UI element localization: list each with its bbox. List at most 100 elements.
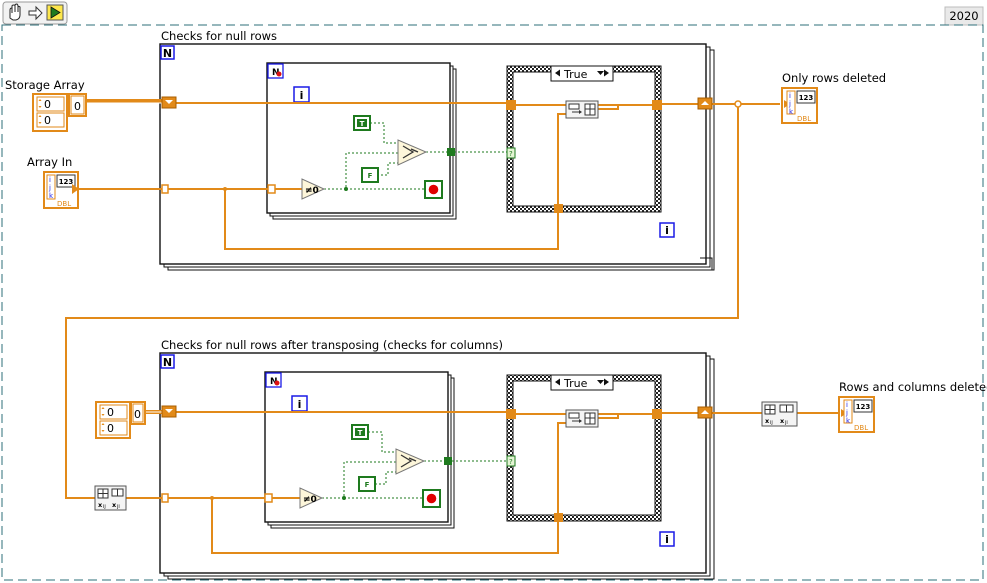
only-rows-deleted-indicator[interactable]: Only rows deleted i j k 123 DBL <box>781 71 886 124</box>
svg-text:i: i <box>49 176 51 184</box>
chevron-down-icon[interactable] <box>597 380 604 384</box>
case-selector-question: ? <box>509 150 513 158</box>
storage-array-label: Storage Array <box>5 78 85 92</box>
top-false-constant[interactable]: F <box>361 167 379 183</box>
bottom-array-constant[interactable]: 0 0 0 <box>95 401 146 439</box>
svg-text:j: j <box>788 100 791 108</box>
bottom-case-structure[interactable]: True <box>506 374 662 522</box>
top-not-equal-zero[interactable]: ≠0 <box>301 178 326 200</box>
bottom-false-constant[interactable]: F <box>358 476 376 492</box>
bottom-array-tunnel <box>161 493 169 503</box>
loop-count-letter: N <box>163 356 172 369</box>
top-case-selector-terminal <box>506 147 516 159</box>
svg-text:j: j <box>845 409 848 417</box>
true-constant-letter: T <box>358 429 363 437</box>
bottom-shift-register-right[interactable] <box>697 406 713 419</box>
bottom-inner-while-loop[interactable]: N i <box>264 371 455 529</box>
bottom-index-2: 0 <box>107 422 114 435</box>
true-constant-letter: T <box>360 120 365 128</box>
green-wires <box>322 122 507 499</box>
only-rows-label: Only rows deleted <box>782 71 886 85</box>
arrow-right-icon[interactable] <box>28 5 43 21</box>
run-arrow-icon[interactable] <box>46 4 64 21</box>
top-loop-label: Checks for null rows <box>161 29 277 43</box>
array-in-glyph: 123 <box>59 178 74 186</box>
inner-iteration-letter: i <box>298 398 302 411</box>
top-shift-register-left[interactable] <box>161 96 177 109</box>
top-stop-terminal[interactable] <box>424 180 443 199</box>
storage-index-1: 0 <box>44 98 51 111</box>
case-selector-question: ? <box>509 458 513 466</box>
svg-text:x: x <box>112 501 117 509</box>
svg-text:i: i <box>846 401 848 409</box>
diagram-frame <box>1 24 984 581</box>
inner-iteration-letter: i <box>300 89 304 102</box>
top-case-structure[interactable]: True <box>506 65 662 213</box>
toolbar <box>2 1 68 25</box>
only-rows-dtype: DBL <box>797 115 811 123</box>
version-tab: 2020 <box>944 6 984 26</box>
loop-count-letter: N <box>163 47 172 60</box>
bottom-select-function[interactable] <box>395 448 426 475</box>
array-in-control[interactable]: Array In i j k 123 DBL <box>27 155 79 209</box>
top-array-function[interactable] <box>565 100 599 119</box>
top-auto-index-tunnel <box>267 184 276 194</box>
bottom-array-function[interactable] <box>565 409 599 428</box>
rows-cols-glyph: 123 <box>856 403 871 411</box>
svg-text:ji: ji <box>116 504 120 510</box>
bottom-loop-label: Checks for null rows after transposing (… <box>161 338 503 352</box>
svg-text:k: k <box>789 108 794 116</box>
svg-text:x: x <box>98 501 103 509</box>
top-bool-tunnel <box>447 148 455 156</box>
bottom-case-tunnel-out <box>652 409 662 419</box>
bottom-stop-terminal[interactable] <box>422 489 441 508</box>
svg-text:x: x <box>780 417 785 425</box>
hand-icon[interactable] <box>9 3 21 21</box>
top-select-function[interactable] <box>397 139 428 166</box>
svg-text:ij: ij <box>770 420 773 426</box>
bottom-case-tunnel-in <box>506 409 516 419</box>
storage-index-2: 0 <box>44 114 51 127</box>
svg-text:ij: ij <box>103 504 106 510</box>
rows-cols-label: Rows and columns deleted <box>839 380 987 394</box>
top-case-tunnel-in <box>506 100 516 110</box>
bottom-true-constant[interactable]: T <box>351 424 369 440</box>
svg-text:i: i <box>789 92 791 100</box>
top-array-tunnel <box>161 184 169 194</box>
bottom-not-equal-zero[interactable]: ≠0 <box>299 487 324 509</box>
false-constant-letter: F <box>365 481 370 489</box>
rows-cols-dtype: DBL <box>854 424 868 432</box>
iteration-letter: i <box>665 224 669 237</box>
case-selector-label: True <box>563 377 588 390</box>
bottom-index-1: 0 <box>107 406 114 419</box>
top-true-constant[interactable]: T <box>353 115 371 131</box>
iteration-terminal <box>659 222 675 238</box>
array-in-dtype: DBL <box>57 200 71 208</box>
loop-count-terminal[interactable] <box>160 354 175 369</box>
orange-wires <box>65 99 838 554</box>
false-constant-letter: F <box>368 172 373 180</box>
svg-text:k: k <box>846 417 851 425</box>
bottom-case-selector-terminal <box>506 455 516 467</box>
storage-array-constant[interactable]: Storage Array 0 0 0 <box>5 78 87 132</box>
top-shift-register-right[interactable] <box>697 97 713 110</box>
chevron-down-icon[interactable] <box>597 71 604 75</box>
iteration-terminal <box>659 531 675 547</box>
bottom-bool-tunnel <box>444 457 452 465</box>
only-rows-glyph: 123 <box>799 94 814 102</box>
bottom-shift-register-left[interactable] <box>161 405 177 418</box>
bottom-case-tunnel-bottom <box>554 513 563 522</box>
iteration-letter: i <box>665 533 669 546</box>
bottom-index-3: 0 <box>134 408 141 421</box>
version-label: 2020 <box>949 9 978 23</box>
loop-count-terminal[interactable] <box>160 45 175 60</box>
not-zero-symbol: ≠0 <box>305 186 319 196</box>
array-in-label: Array In <box>27 155 72 169</box>
svg-text:j: j <box>48 184 51 192</box>
top-case-tunnel-bottom <box>554 204 563 213</box>
inner-loop-count-letter: N <box>270 377 278 387</box>
not-zero-symbol: ≠0 <box>303 495 317 505</box>
rows-cols-deleted-indicator[interactable]: Rows and columns deleted i j k 123 DBL <box>838 380 987 433</box>
